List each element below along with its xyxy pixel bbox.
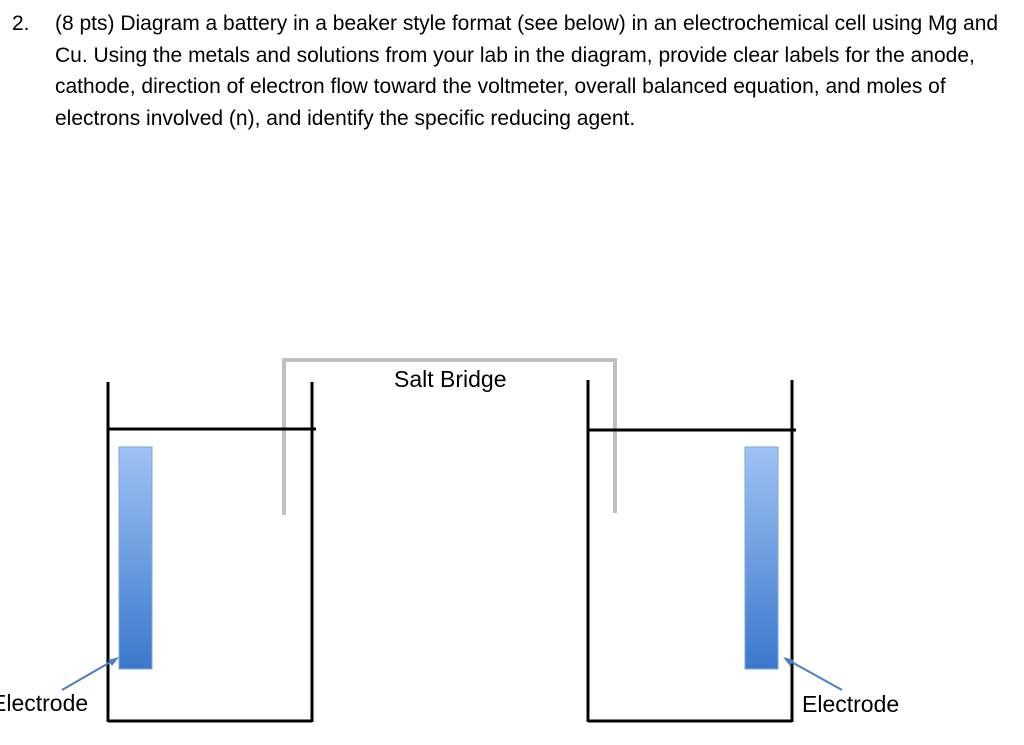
right-electrode bbox=[744, 446, 779, 670]
question-number: 2. bbox=[12, 12, 30, 35]
salt-bridge-label: Salt Bridge bbox=[394, 366, 507, 392]
question-text: (8 pts) Diagram a battery in a beaker st… bbox=[55, 12, 999, 130]
salt-bridge bbox=[282, 358, 617, 515]
left-beaker bbox=[106, 382, 316, 723]
right-electrode-pointer bbox=[783, 657, 843, 691]
left-electrode-label: Electrode bbox=[0, 690, 89, 716]
right-beaker bbox=[586, 380, 796, 723]
left-electrode-pointer bbox=[61, 657, 119, 691]
right-electrode-label: Electrode bbox=[802, 691, 900, 717]
question-block: 2. (8 pts) Diagram a battery in a beaker… bbox=[12, 8, 1012, 134]
left-electrode bbox=[118, 446, 153, 670]
